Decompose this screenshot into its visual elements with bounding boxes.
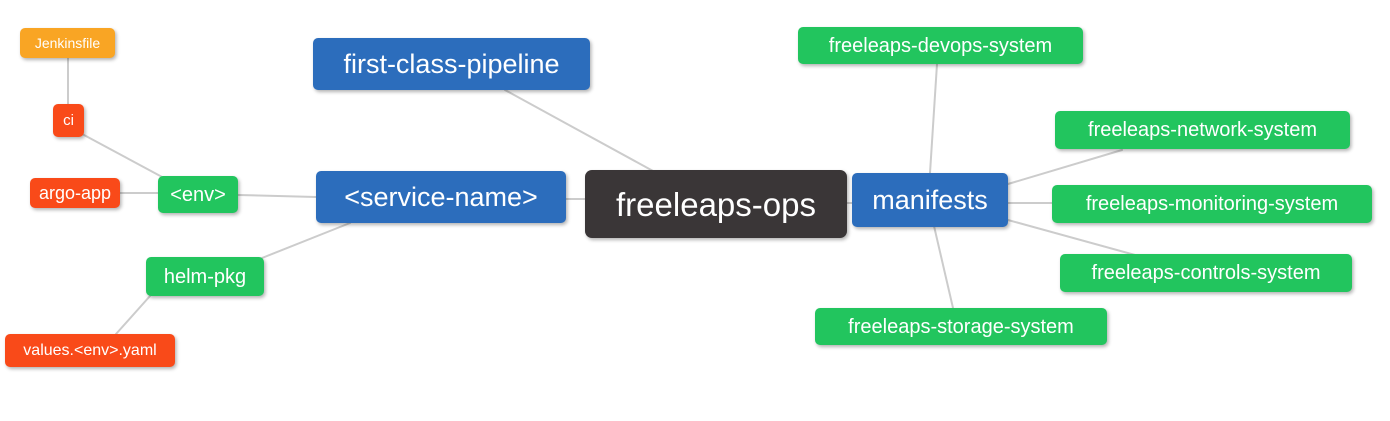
node-service-name[interactable]: <service-name> xyxy=(316,171,566,223)
node-freeleaps-monitoring-system[interactable]: freeleaps-monitoring-system xyxy=(1052,185,1372,223)
edge-manifests-controls xyxy=(1007,219,1136,256)
node-env[interactable]: <env> xyxy=(158,176,238,213)
edge-manifests-storage xyxy=(933,225,954,309)
node-freeleaps-network-system[interactable]: freeleaps-network-system xyxy=(1055,111,1350,149)
edge-helm-pkg-values xyxy=(115,295,151,335)
node-values-env-yaml[interactable]: values.<env>.yaml xyxy=(5,334,175,367)
edge-manifests-devops xyxy=(929,63,938,174)
edge-ci-env xyxy=(83,134,165,179)
edge-pipeline-freeleaps-ops xyxy=(504,89,654,172)
node-manifests[interactable]: manifests xyxy=(852,173,1008,227)
node-helm-pkg[interactable]: helm-pkg xyxy=(146,257,264,296)
edge-env-service-name xyxy=(237,194,317,198)
node-freeleaps-devops-system[interactable]: freeleaps-devops-system xyxy=(798,27,1083,64)
node-freeleaps-storage-system[interactable]: freeleaps-storage-system xyxy=(815,308,1107,345)
node-jenkinsfile[interactable]: Jenkinsfile xyxy=(20,28,115,58)
node-freeleaps-controls-system[interactable]: freeleaps-controls-system xyxy=(1060,254,1352,292)
node-freeleaps-ops[interactable]: freeleaps-ops xyxy=(585,170,847,238)
node-first-class-pipeline[interactable]: first-class-pipeline xyxy=(313,38,590,90)
edge-service-name-helm-pkg xyxy=(261,222,351,259)
edge-manifests-network xyxy=(1007,149,1123,185)
node-argo-app[interactable]: argo-app xyxy=(30,178,120,208)
node-ci[interactable]: ci xyxy=(53,104,84,137)
